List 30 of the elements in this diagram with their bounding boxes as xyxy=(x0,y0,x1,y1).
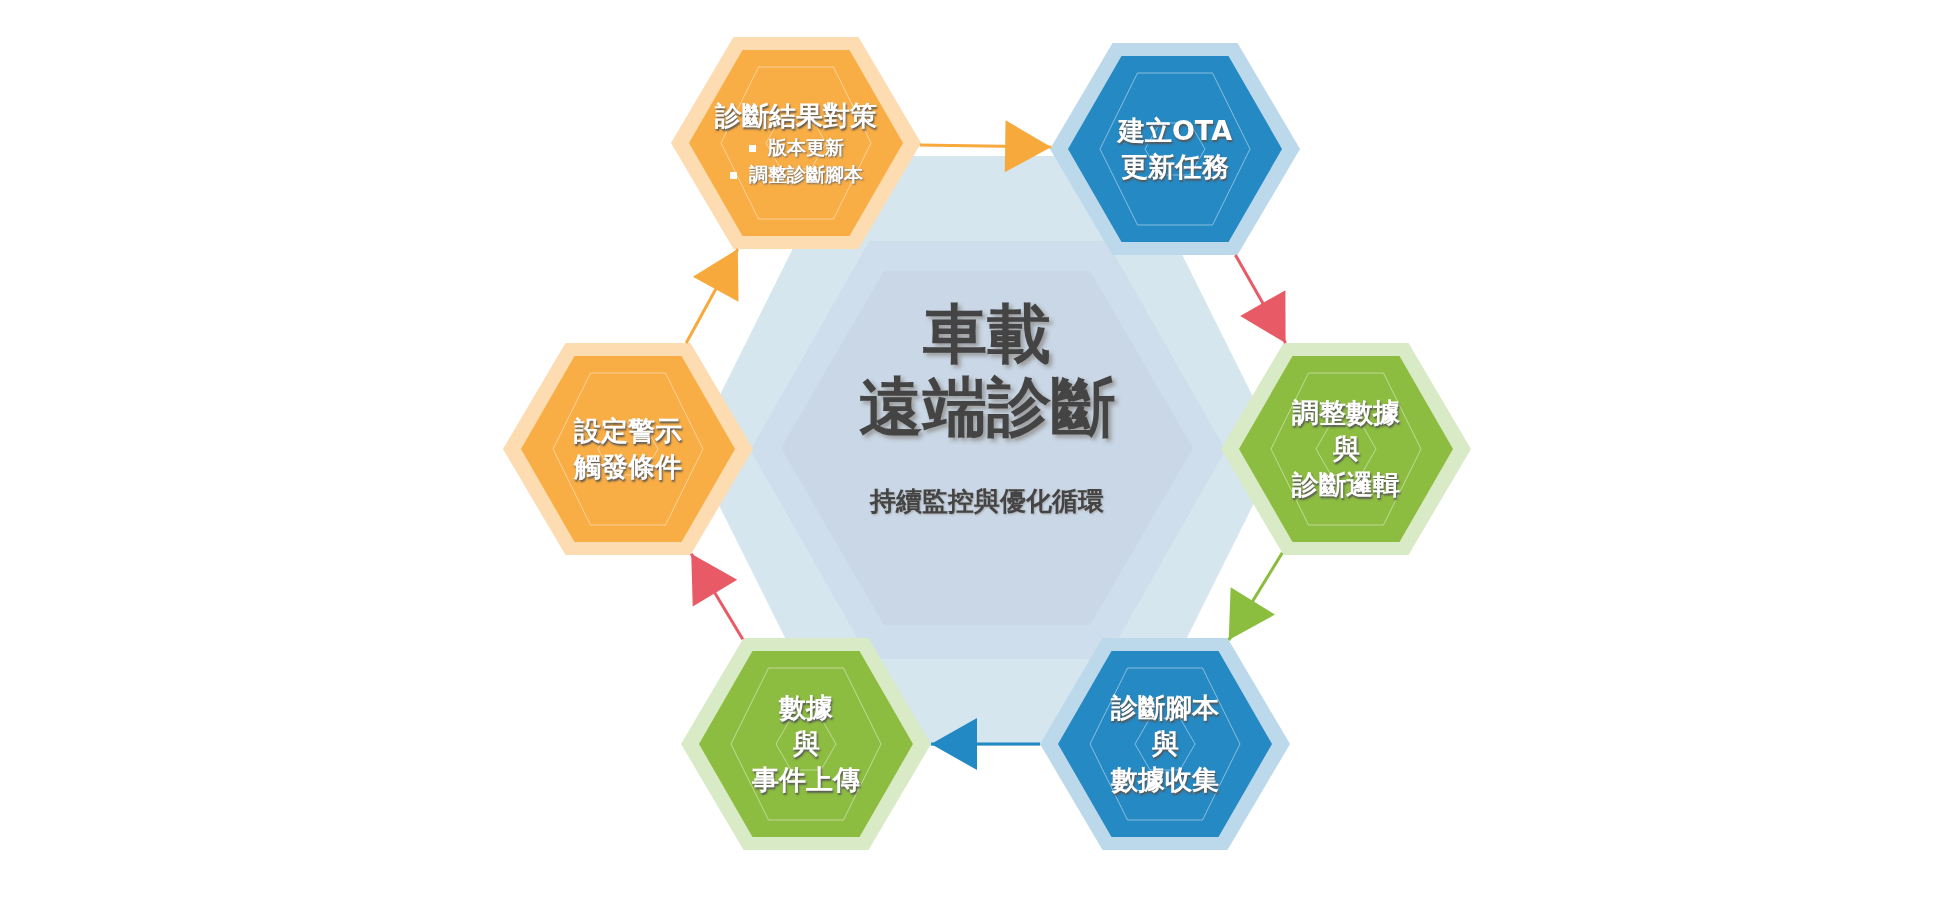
node-label: 調整數據 xyxy=(1292,396,1400,430)
hexagon-node xyxy=(1221,343,1471,555)
hexagon-node xyxy=(671,37,921,249)
triangle-arrow xyxy=(1234,254,1287,344)
node-label: 與 xyxy=(1332,432,1360,466)
node-label: 與 xyxy=(1151,727,1179,761)
node-label: 建立OTA xyxy=(1117,114,1233,148)
node-label: 事件上傳 xyxy=(752,763,860,797)
node-label: 診斷結果對策 xyxy=(715,99,877,133)
bullet-item: 調整診斷腳本 xyxy=(729,161,863,188)
hexagon-node xyxy=(1050,43,1300,255)
hexagon-node xyxy=(503,343,753,555)
node-label: 觸發條件 xyxy=(574,450,682,484)
subtitle-text: 持續監控與優化循環 xyxy=(868,486,1105,518)
triangle-arrow xyxy=(919,120,1052,173)
node-label: 與 xyxy=(792,727,820,761)
triangle-arrow xyxy=(931,718,1040,770)
node-label: 診斷邏輯 xyxy=(1292,468,1400,502)
node-label: 診斷腳本 xyxy=(1111,691,1219,725)
hexagon-node xyxy=(681,638,931,850)
triangle-arrow xyxy=(689,553,745,640)
triangle-arrow xyxy=(684,248,740,344)
node-label: 數據 xyxy=(779,691,833,725)
hexagon-node xyxy=(1040,638,1290,850)
triangle-arrow xyxy=(1227,552,1284,641)
node-label: 更新任務 xyxy=(1121,150,1229,184)
node-label: 數據收集 xyxy=(1111,763,1219,797)
hexagon-panel xyxy=(781,271,1193,625)
node-label: 設定警示 xyxy=(574,414,682,448)
bullet-item: 版本更新 xyxy=(748,134,844,161)
